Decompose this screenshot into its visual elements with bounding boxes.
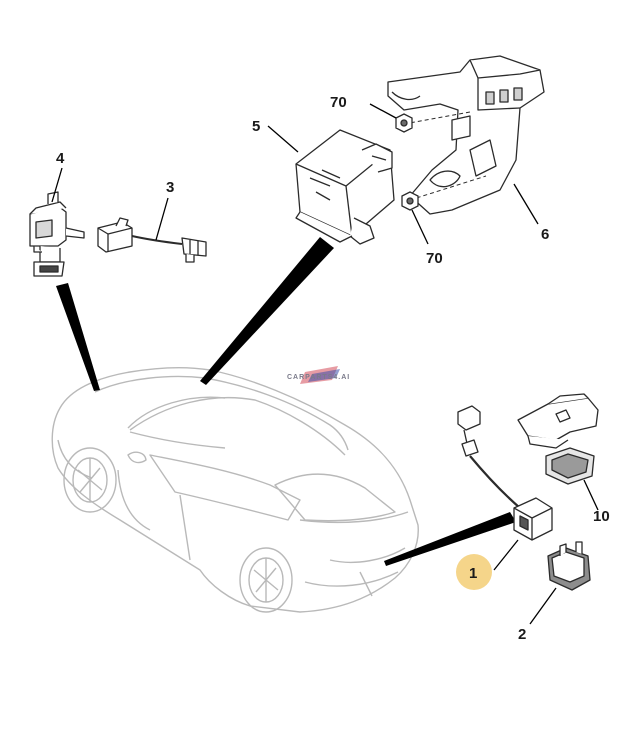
part-3-sensor — [97, 217, 207, 263]
callout-part-1: 1 — [469, 565, 477, 582]
leader-part-70-lower — [411, 209, 429, 245]
car-illustration — [51, 366, 419, 613]
leader-wedge-part-5 — [200, 237, 334, 385]
part-10-housing — [517, 393, 599, 485]
leader-part-4 — [51, 167, 63, 203]
callout-part-6: 6 — [541, 226, 549, 243]
fastener-guides — [403, 111, 487, 201]
part-1-camera — [457, 405, 553, 541]
leader-part-6 — [513, 183, 539, 225]
callout-part-10: 10 — [593, 508, 610, 525]
callout-part-5: 5 — [252, 118, 260, 135]
watermark-text: CARPARTS4.AI — [287, 374, 350, 381]
leader-part-10 — [583, 479, 599, 511]
highlight-badge-part-1 — [456, 554, 492, 590]
part-5-control-module — [295, 129, 395, 245]
part-2-bracket — [547, 541, 591, 591]
callout-part-2: 2 — [518, 626, 526, 643]
callout-part-3: 3 — [166, 179, 174, 196]
callout-part-70-lower: 70 — [426, 250, 443, 267]
leader-part-2 — [529, 587, 557, 625]
part-6-bracket — [387, 55, 545, 215]
part-4-actuator — [29, 191, 85, 277]
leader-part-1 — [493, 539, 519, 571]
part-70-nut-upper — [395, 113, 413, 133]
watermark-logo: CARPARTS4.AI — [287, 366, 350, 384]
callout-part-70-upper: 70 — [330, 94, 347, 111]
callout-part-4: 4 — [56, 150, 65, 167]
leader-part-3 — [155, 197, 169, 241]
leader-lines — [56, 237, 516, 566]
leader-wedge-part-1 — [384, 512, 516, 566]
leader-part-70-upper — [369, 103, 397, 119]
part-70-nut-lower — [401, 191, 419, 211]
leader-wedge-part-4 — [56, 283, 100, 391]
leader-part-5 — [267, 125, 299, 153]
